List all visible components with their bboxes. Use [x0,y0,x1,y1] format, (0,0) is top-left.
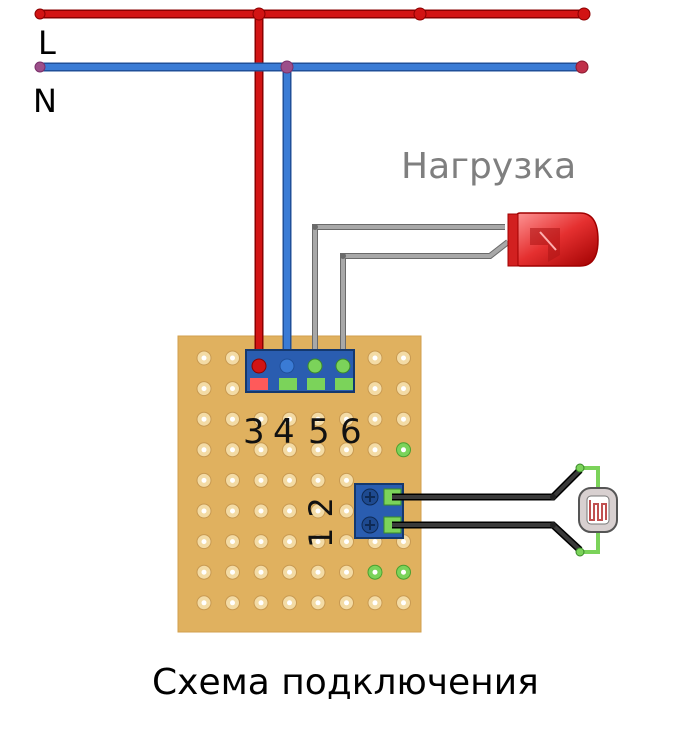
terminal-block-12 [354,483,404,539]
board-hole-center [372,386,378,392]
board-hole-center [258,447,264,453]
board-hole-center [201,447,207,453]
load-label: Нагрузка [401,146,577,187]
terminal-3-label: 3 [243,412,265,452]
board-hole-center [201,355,207,361]
red-led-icon [507,212,599,267]
board-hole-center [201,600,207,606]
board-hole-center [230,355,235,361]
board-hole-center [315,539,321,545]
board-hole-center [401,539,406,545]
board-hole-center [372,569,378,575]
perfboard-holes [196,350,411,611]
board-hole-center [258,416,264,422]
board-hole-center [401,447,406,453]
board-hole-center [287,477,292,483]
board-hole-center [201,539,207,545]
board-hole-center [258,539,264,545]
board-hole-center [287,416,292,422]
board-hole-center [315,600,321,606]
board-hole-center [315,416,321,422]
board-hole-center [287,600,292,606]
diagram-caption: Схема подключения [152,662,539,703]
board-hole-center [401,416,406,422]
board-hole-center [258,600,264,606]
board-hole-center [230,569,235,575]
board-hole-center [401,386,406,392]
board-hole-center [230,477,235,483]
board-hole-center [372,355,378,361]
board-hole-center [372,539,378,545]
board-hole-center [315,447,321,453]
board-hole-center [201,508,207,514]
board-hole-center [287,539,292,545]
board-hole-center [344,477,349,483]
terminal-5-label: 5 [308,412,330,452]
board-hole-center [201,477,207,483]
terminal-block-3456 [245,349,355,393]
board-hole-center [201,416,207,422]
load-wires [312,224,510,372]
board-hole-center [201,386,207,392]
board-hole-center [344,600,349,606]
neutral-label: N [33,82,57,120]
terminal-1-2-label: 1 2 [302,497,340,548]
board-hole-center [287,569,292,575]
board-hole-center [230,447,235,453]
line-label: L [38,24,56,62]
board-hole-center [230,416,235,422]
terminal-6-label: 6 [340,412,362,452]
board-hole-center [372,416,378,422]
board-hole-center [344,569,349,575]
board-hole-center [230,539,235,545]
terminal-4-label: 4 [273,412,295,452]
board-hole-center [401,600,406,606]
board-hole-center [287,508,292,514]
board-hole-center [201,569,207,575]
board-hole-center [258,569,264,575]
board-hole-center [372,600,378,606]
board-hole-center [258,508,264,514]
neutral-wire [34,60,589,372]
line-wire [34,7,591,372]
board-hole-center [315,569,321,575]
board-hole-center [258,477,264,483]
board-hole-center [401,355,406,361]
board-hole-center [230,508,235,514]
board-hole-center [344,508,349,514]
board-hole-center [230,386,235,392]
board-hole-center [344,416,349,422]
photoresistor-icon [575,463,618,557]
board-hole-center [230,600,235,606]
board-hole-center [344,539,349,545]
sensor-wires [392,467,583,553]
board-hole-center [315,477,321,483]
board-hole-center [287,447,292,453]
board-hole-center [401,569,406,575]
board-hole-center [344,447,349,453]
board-hole-center [372,447,378,453]
board-hole-center [315,508,321,514]
